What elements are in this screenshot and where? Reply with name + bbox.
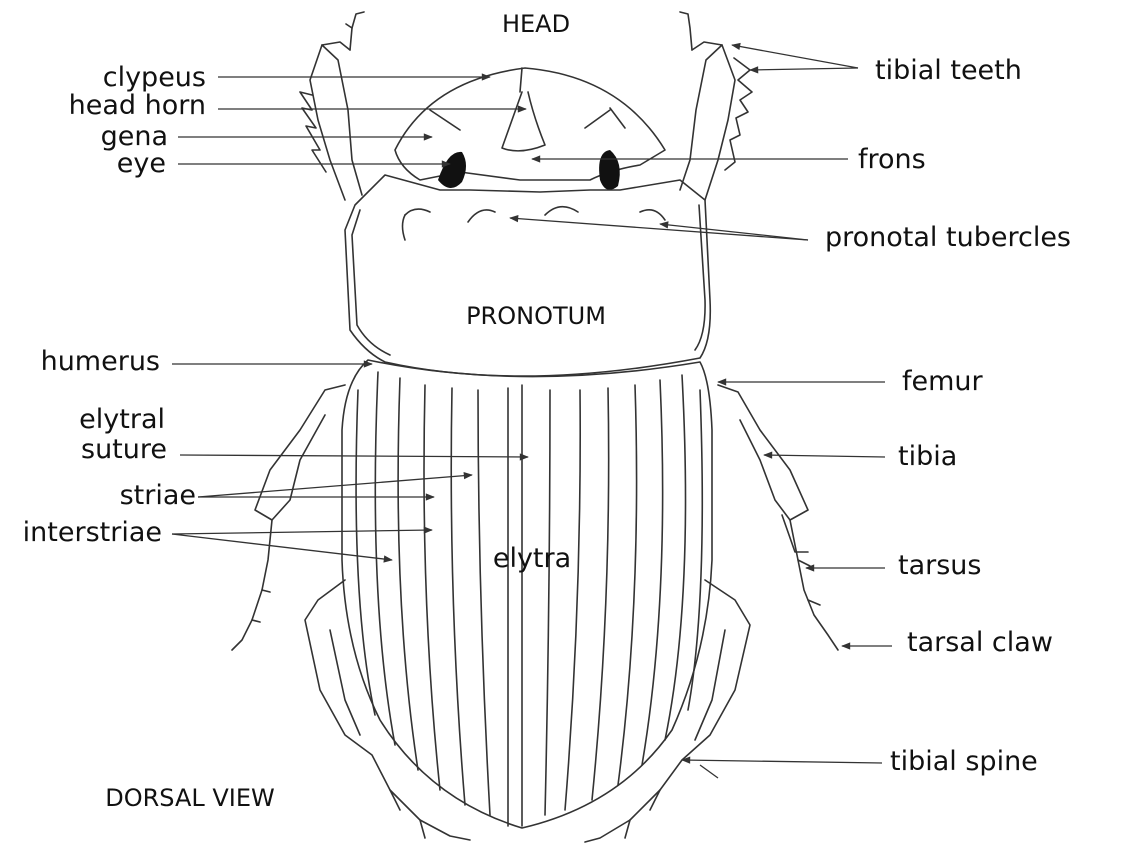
label-head-horn: head horn bbox=[69, 90, 206, 121]
elytra-outline bbox=[342, 360, 712, 828]
middle-leg-right bbox=[718, 385, 838, 650]
view-title: DORSAL VIEW bbox=[105, 784, 275, 812]
elytra-title: elytra bbox=[493, 543, 571, 574]
label-tarsus: tarsus bbox=[898, 550, 981, 581]
label-suture: suture bbox=[81, 434, 167, 465]
eye-left-icon bbox=[438, 152, 466, 188]
head-title: HEAD bbox=[502, 10, 570, 38]
leader-lines bbox=[172, 45, 892, 778]
label-eye: eye bbox=[117, 148, 166, 179]
label-tibial-teeth: tibial teeth bbox=[875, 55, 1022, 86]
front-leg-right bbox=[680, 12, 752, 200]
label-tibia: tibia bbox=[898, 441, 957, 472]
label-clypeus: clypeus bbox=[103, 62, 206, 93]
pronotum-outline bbox=[345, 175, 710, 376]
head-outline bbox=[395, 68, 665, 190]
pronotum-title: PRONOTUM bbox=[466, 302, 606, 330]
label-striae: striae bbox=[120, 480, 196, 511]
front-leg-left bbox=[300, 12, 364, 200]
label-pronotal-tubercles: pronotal tubercles bbox=[825, 222, 1071, 253]
eye-right-icon bbox=[599, 150, 620, 190]
label-frons: frons bbox=[858, 144, 926, 175]
hind-leg-left bbox=[305, 580, 470, 840]
label-elytral: elytral bbox=[79, 404, 165, 435]
middle-leg-left bbox=[232, 385, 345, 650]
label-tarsal-claw: tarsal claw bbox=[907, 627, 1053, 658]
hind-leg-right bbox=[585, 580, 750, 842]
label-tibial-spine: tibial spine bbox=[890, 746, 1038, 777]
label-interstriae: interstriae bbox=[23, 517, 162, 548]
label-femur: femur bbox=[902, 366, 984, 397]
label-humerus: humerus bbox=[41, 346, 160, 377]
